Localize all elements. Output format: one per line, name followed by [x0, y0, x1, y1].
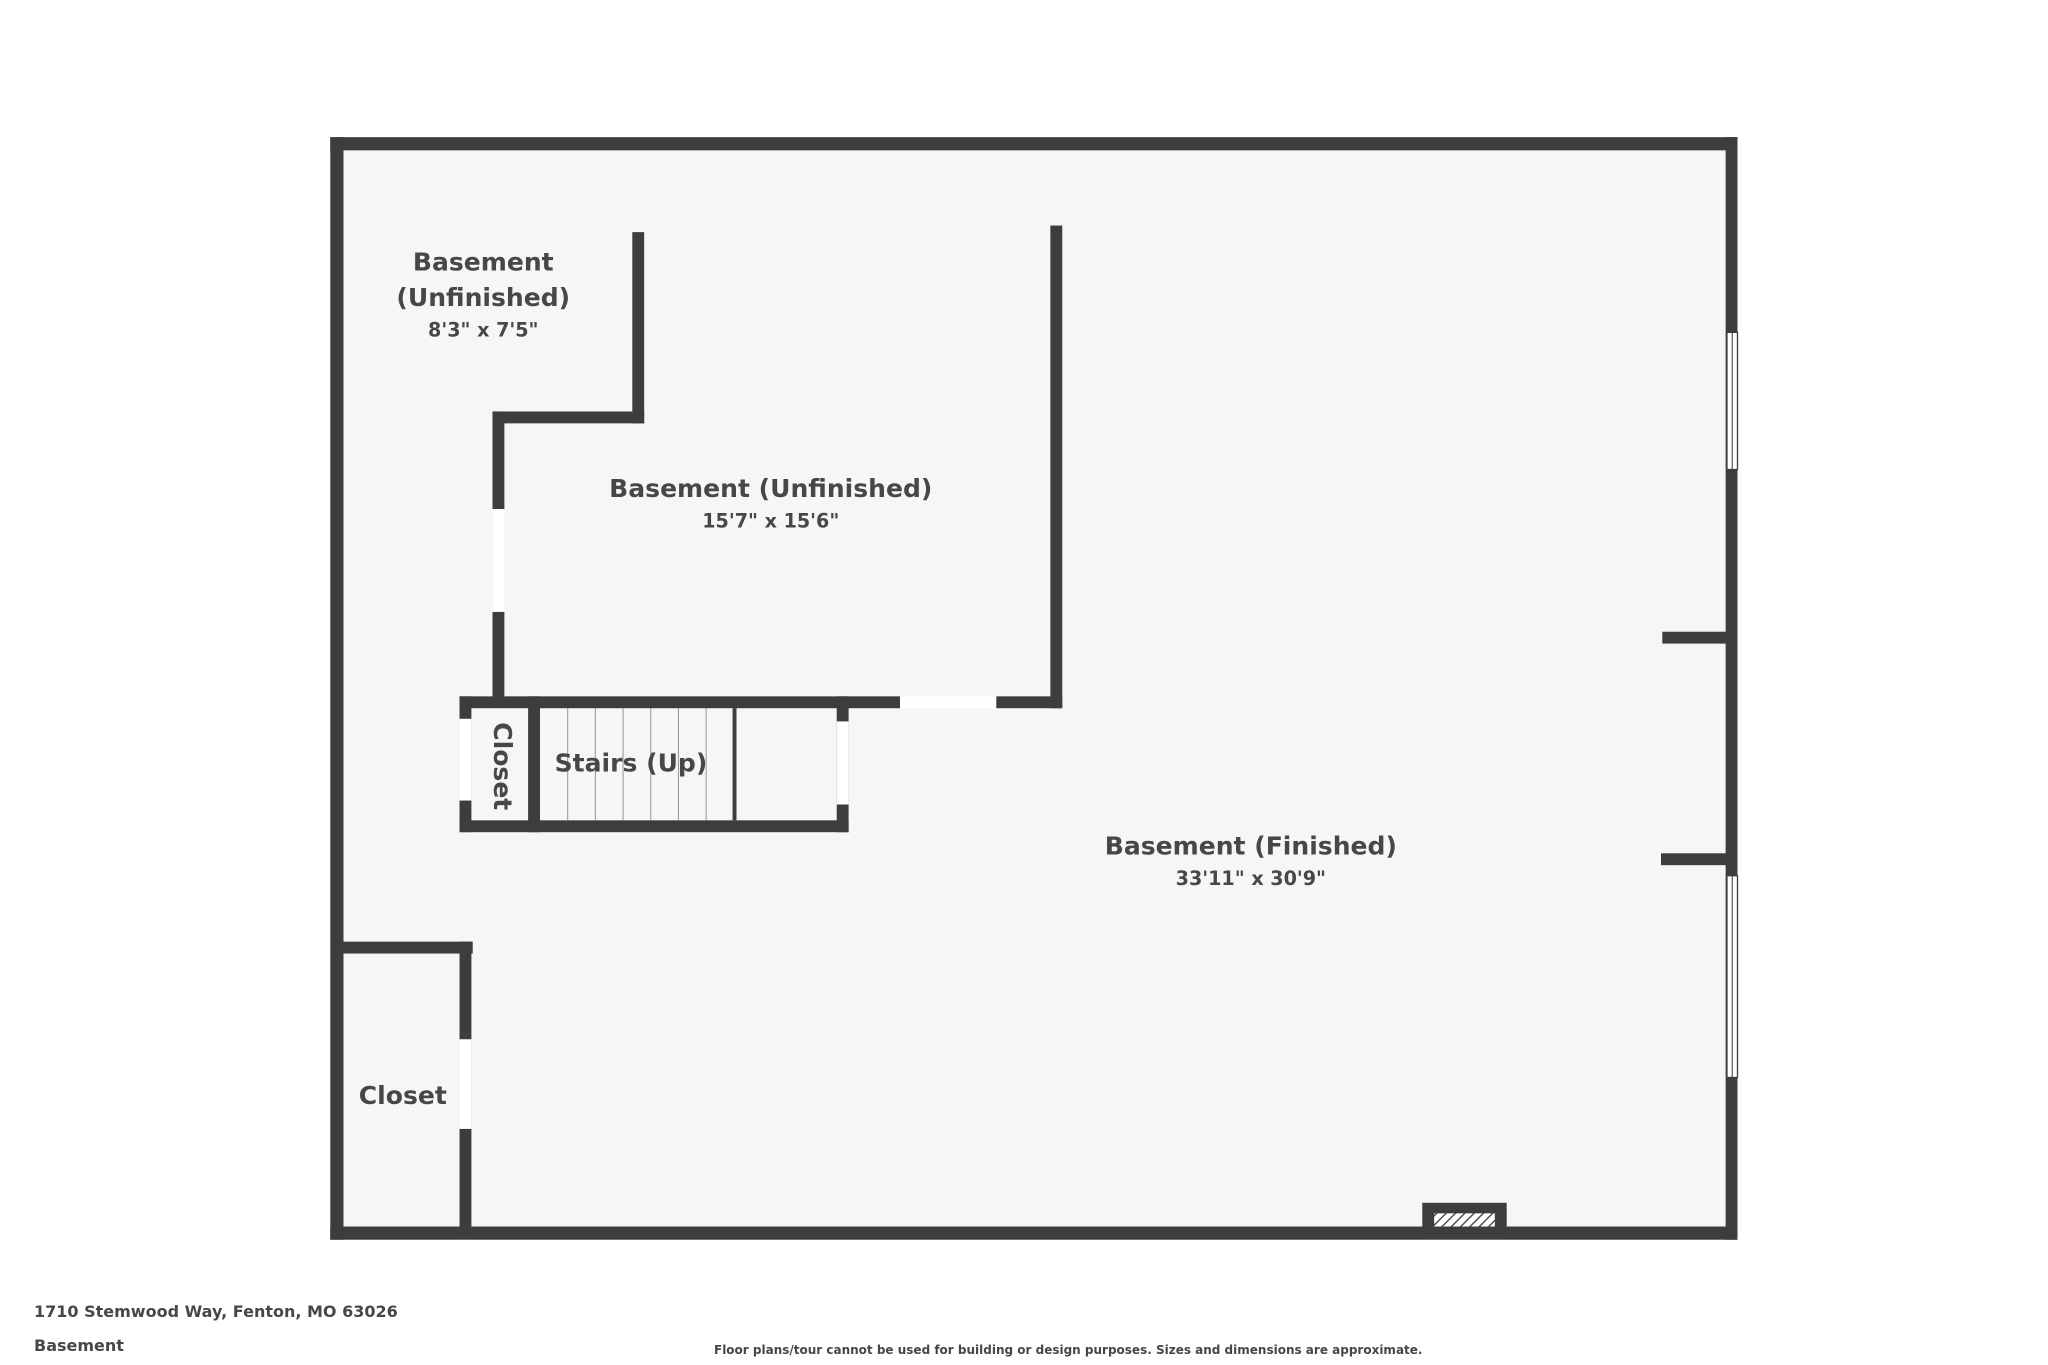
room-label: Stairs (Up): [555, 749, 708, 778]
floor-name: Basement: [34, 1336, 124, 1355]
room-dimensions: 15'7" x 15'6": [702, 510, 839, 533]
window: [459, 718, 472, 801]
floor-area: [336, 143, 1731, 1234]
outer-wall-bottom: [330, 1226, 1738, 1240]
room-dimensions: 33'11" x 30'9": [1176, 867, 1326, 890]
outer-wall-top: [330, 137, 1738, 151]
room-label: (Unfinished): [396, 283, 570, 312]
wall: [632, 232, 645, 424]
room-label: Basement (Finished): [1105, 832, 1397, 861]
room-label: Basement: [413, 247, 554, 276]
outer-wall-right: [1725, 137, 1738, 1240]
outer-wall-left: [330, 137, 344, 1240]
wall: [336, 941, 473, 954]
wall-stub: [1662, 631, 1733, 644]
wall: [528, 696, 540, 833]
room-label: Closet: [359, 1081, 447, 1110]
wall: [459, 820, 849, 833]
room-label: Closet: [488, 722, 517, 810]
wall: [996, 696, 1063, 709]
disclaimer: Floor plans/tour cannot be used for buil…: [714, 1343, 1423, 1357]
wall: [1050, 225, 1063, 709]
window: [492, 509, 505, 612]
window: [900, 696, 997, 709]
window: [836, 721, 849, 805]
stair-divider: [732, 708, 737, 821]
room-label: Basement (Unfinished): [609, 474, 932, 503]
window: [459, 1039, 472, 1129]
wall: [492, 611, 505, 702]
stair-treads: [567, 708, 707, 821]
wall-stub: [1661, 853, 1733, 866]
wall: [492, 411, 645, 424]
address: 1710 Stemwood Way, Fenton, MO 63026: [34, 1302, 398, 1321]
room-dimensions: 8'3" x 7'5": [428, 318, 538, 341]
wall: [492, 411, 505, 510]
fireplace-hatch: [1434, 1213, 1495, 1227]
wall: [459, 696, 901, 709]
